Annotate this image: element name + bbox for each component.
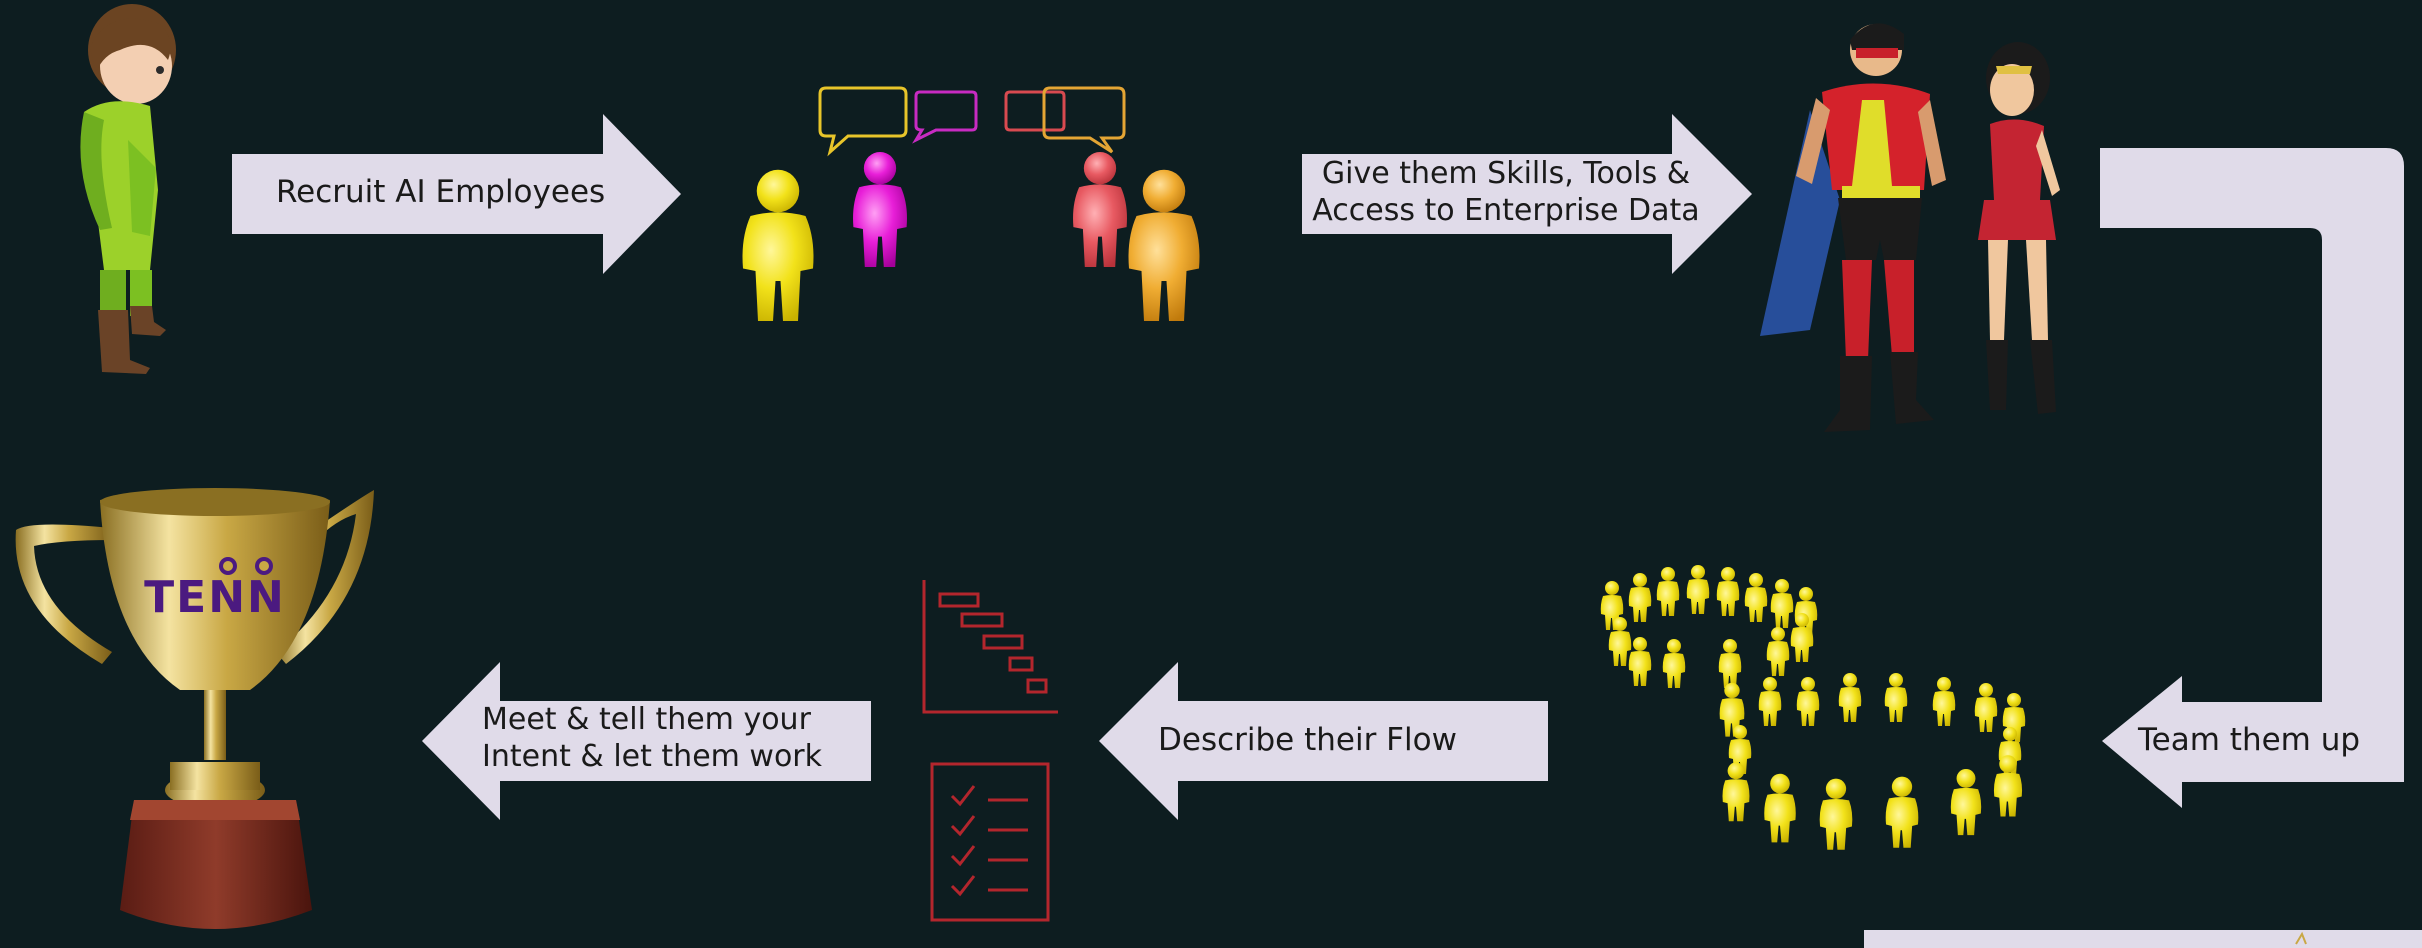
step-meet-label: Meet & tell them your Intent & let them … <box>482 702 822 775</box>
arrow-flow <box>1099 662 1548 820</box>
superheroes-icon <box>1760 23 2060 432</box>
gantt-chart-icon <box>922 580 1058 714</box>
label-line: Describe their Flow <box>1158 722 1457 758</box>
step-skills-label: Give them Skills, Tools & Access to Ente… <box>1308 156 1704 229</box>
label-line: Recruit AI Employees <box>276 174 606 210</box>
partial-mark <box>2295 931 2307 945</box>
step-flow-label: Describe their Flow <box>1158 722 1457 760</box>
boy-avatar-icon <box>80 4 176 374</box>
checklist-icon <box>930 762 1050 922</box>
arrow-team-up <box>2100 148 2404 808</box>
arrow-recruit <box>232 114 681 274</box>
label-line: Team them up <box>2138 722 2361 758</box>
talking-people-icon <box>742 86 1200 321</box>
partial-box <box>1864 930 2422 948</box>
step-recruit-label: Recruit AI Employees <box>276 174 605 212</box>
arrow-meet <box>422 662 871 820</box>
step-team-label: Team them up <box>2138 722 2360 760</box>
label-line: Give them Skills, Tools & <box>1321 156 1691 191</box>
arrow-skills <box>1302 114 1752 274</box>
label-line: Access to Enterprise Data <box>1312 192 1700 228</box>
crowd-icon <box>1600 565 2026 850</box>
trophy-icon: TENN <box>15 488 374 929</box>
label-line: Meet & tell them your <box>482 702 811 737</box>
label-line: Intent & let them work <box>482 738 823 774</box>
trophy-logo: TENN <box>144 572 286 623</box>
